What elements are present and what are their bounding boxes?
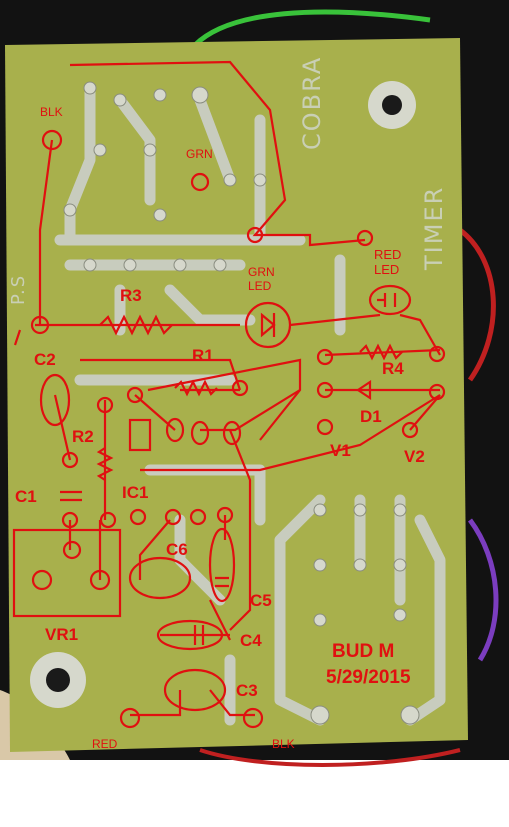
label-author: BUD M	[332, 641, 395, 662]
label-c5: C5	[250, 591, 272, 610]
silk-ps: P.S	[8, 273, 29, 305]
label-c3: C3	[236, 681, 258, 700]
label-vr1: VR1	[45, 625, 79, 644]
pads	[63, 81, 420, 725]
resistor-symbols	[60, 293, 403, 645]
lower-margin	[0, 760, 509, 822]
red-wire-bottom	[199, 748, 461, 767]
label-c4: C4	[240, 631, 262, 650]
label-v2: V2	[404, 447, 425, 466]
silk-cobra: COBRA	[298, 55, 326, 150]
label-date: 5/29/2015	[326, 667, 411, 688]
label-r4: R4	[382, 359, 404, 378]
annotation-components	[12, 129, 446, 729]
label-c1: C1	[15, 487, 37, 506]
green-wire	[193, 9, 431, 47]
label-c2: C2	[34, 350, 56, 369]
label-grn-led: GRN LED	[248, 265, 275, 293]
silk-timer: TIMER	[420, 185, 448, 270]
label-blk-top: BLK	[40, 105, 63, 119]
label-ic1: IC1	[122, 483, 149, 502]
label-d1: D1	[360, 407, 382, 426]
label-grn: GRN	[186, 147, 213, 161]
purple-wire	[467, 518, 499, 662]
label-c6: C6	[166, 540, 188, 559]
label-v1: V1	[330, 441, 351, 460]
label-red-bottom: RED	[92, 737, 118, 751]
label-blk-bottom: BLK	[272, 737, 295, 751]
annotation-traces	[13, 60, 441, 717]
label-r3: R3	[120, 286, 142, 305]
label-red-led: RED LED	[374, 247, 402, 277]
red-wire	[458, 228, 496, 382]
label-r2: R2	[72, 427, 94, 446]
label-r1: R1	[192, 346, 214, 365]
